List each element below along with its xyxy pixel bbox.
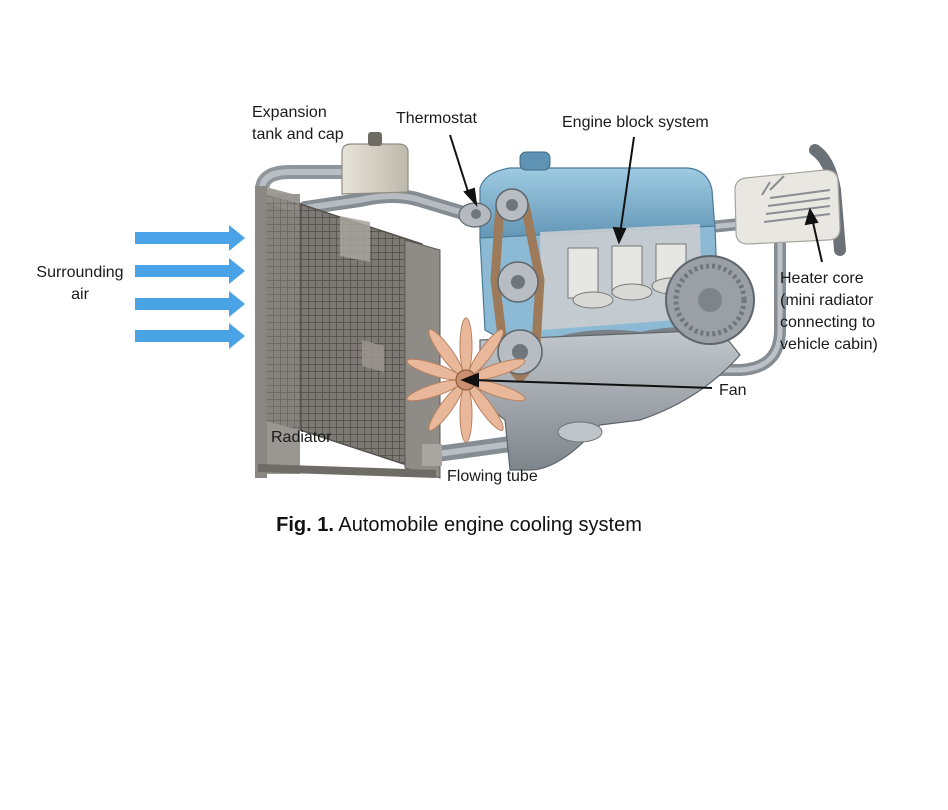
air-arrow bbox=[135, 225, 245, 251]
heater-core-label-line2: (mini radiator bbox=[780, 292, 874, 309]
figure-caption-prefix: Fig. 1. bbox=[276, 514, 334, 536]
flowing-tube-label: Flowing tube bbox=[447, 468, 538, 485]
engine-block-label: Engine block system bbox=[562, 114, 709, 131]
figure-caption: Fig. 1. Automobile engine cooling system bbox=[0, 514, 918, 537]
expansion-tank bbox=[341, 132, 409, 195]
heater-core-pointer bbox=[804, 207, 823, 263]
radiator-label: Radiator bbox=[271, 429, 332, 446]
surrounding-air-arrows bbox=[135, 225, 245, 349]
heater-core-label: Heater core (mini radiator connecting to… bbox=[780, 268, 878, 356]
air-arrow bbox=[135, 258, 245, 284]
heater-core-label-line4: vehicle cabin) bbox=[780, 336, 878, 353]
thermostat-pointer bbox=[449, 134, 478, 208]
expansion-tank-label-line1: Expansion bbox=[252, 104, 327, 121]
heater-core-label-line3: connecting to bbox=[780, 314, 876, 331]
pointer-lines bbox=[449, 134, 823, 389]
thermostat-label: Thermostat bbox=[396, 110, 477, 127]
engine-block-pointer bbox=[612, 136, 635, 245]
air-arrow bbox=[135, 323, 245, 349]
figure-caption-text: Automobile engine cooling system bbox=[333, 514, 642, 536]
thermostat-housing bbox=[458, 202, 492, 228]
radiator bbox=[255, 186, 442, 479]
expansion-tank-label-line2: tank and cap bbox=[252, 126, 344, 143]
heater-core-label-line1: Heater core bbox=[780, 270, 864, 287]
surrounding-air-label: Surrounding air bbox=[30, 262, 130, 306]
surrounding-air-label-line1: Surrounding bbox=[36, 264, 124, 281]
heater-core bbox=[734, 169, 841, 245]
fan-pointer bbox=[460, 372, 713, 389]
expansion-tank-label: Expansion tank and cap bbox=[252, 102, 344, 146]
fan-label: Fan bbox=[719, 382, 747, 399]
air-arrow bbox=[135, 291, 245, 317]
surrounding-air-label-line2: air bbox=[71, 286, 89, 303]
